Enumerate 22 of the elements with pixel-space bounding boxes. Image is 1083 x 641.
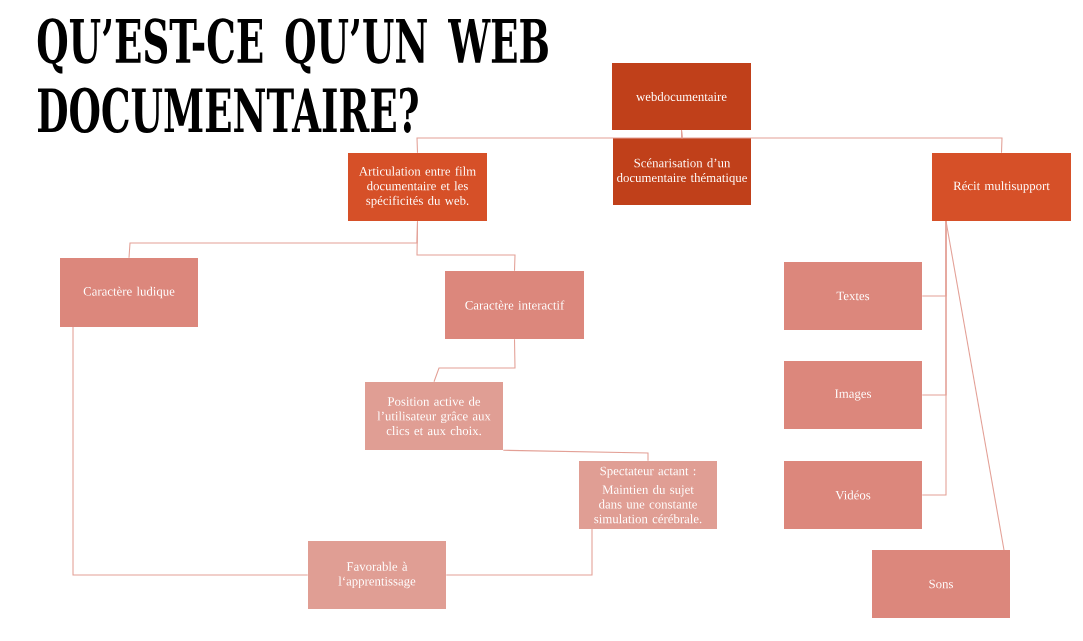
- process-box: Spectateur actant : Maintien du sujet dans une constante simulation cérébrale.: [579, 461, 717, 529]
- process-box: Scénarisation d’un documentaire thématique: [613, 138, 751, 205]
- process-box: webdocumentaire: [612, 63, 751, 130]
- connector-line: [433, 338, 516, 383]
- process-box: Position active de l’utilisateur grâce aux clics et aux choix.: [365, 382, 503, 450]
- process-box: Favorable à l‘apprentissage: [308, 541, 446, 609]
- connector-line: [502, 449, 649, 462]
- process-box: Caractère ludique: [60, 258, 198, 327]
- process-box: Caractère interactif: [445, 271, 584, 339]
- connector-line: [445, 528, 593, 576]
- connector-line: [416, 220, 516, 272]
- connector-line: [72, 326, 309, 576]
- process-box: Sons: [872, 550, 1010, 618]
- connector-line: [921, 220, 947, 496]
- process-box: Récit multisupport: [932, 153, 1071, 221]
- process-box: Images: [784, 361, 922, 429]
- connector-line: [680, 129, 1003, 154]
- connector-line: [945, 220, 1005, 551]
- title: QU’EST-CE QU’UN WEB DOCUMENTAIRE?: [37, 18, 548, 133]
- process-box: Articulation entre film documentaire et les spécificités du web.: [348, 153, 487, 221]
- process-box: Textes: [784, 262, 922, 330]
- process-box: Vidéos: [784, 461, 922, 529]
